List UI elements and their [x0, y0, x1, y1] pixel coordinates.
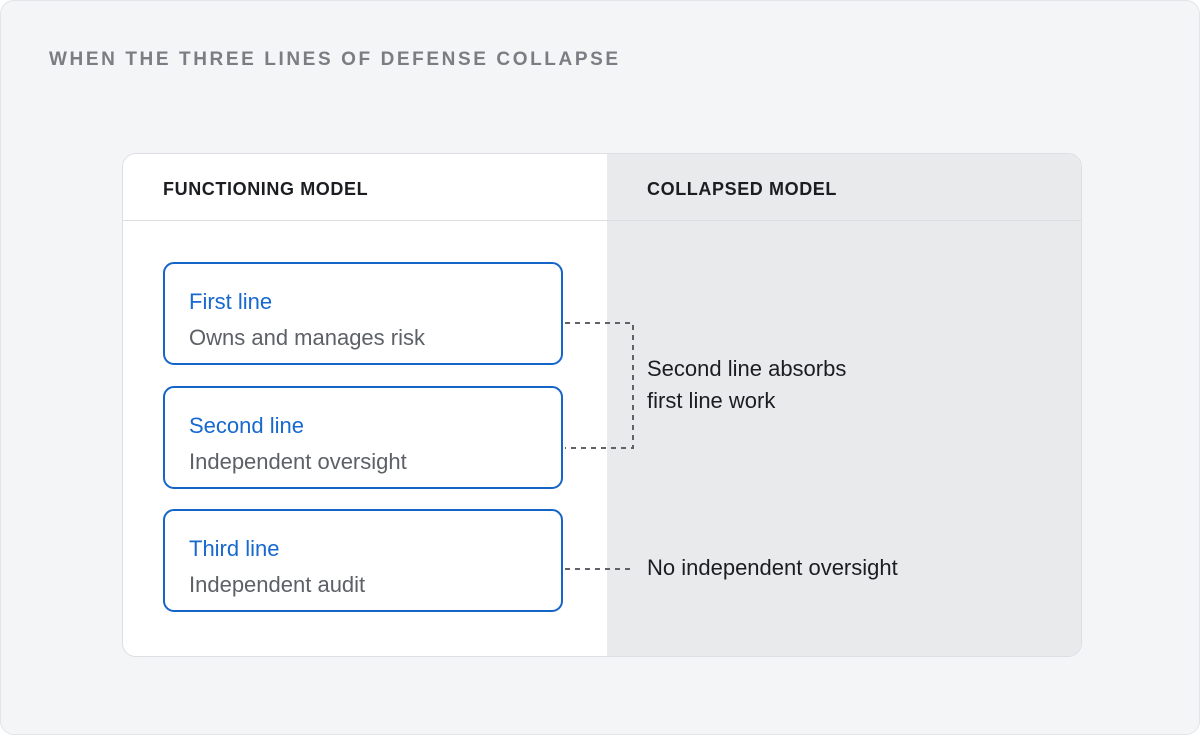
third-line-card: Third line Independent audit	[163, 509, 563, 612]
absorb-effect-text: Second line absorbs first line work	[647, 353, 846, 417]
functioning-model-header: FUNCTIONING MODEL	[163, 179, 369, 199]
first-line-description: Owns and manages risk	[189, 325, 425, 350]
first-line-card: First line Owns and manages risk	[163, 262, 563, 365]
second-line-description: Independent oversight	[189, 449, 407, 474]
absorb-effect-line-2: first line work	[647, 388, 776, 413]
first-line-title: First line	[189, 289, 273, 314]
column-header-row: FUNCTIONING MODEL COLLAPSED MODEL	[123, 154, 1081, 221]
diagram-title: WHEN THE THREE LINES OF DEFENSE COLLAPSE	[49, 49, 621, 70]
third-line-description: Independent audit	[189, 572, 366, 597]
collapsed-model-header: COLLAPSED MODEL	[647, 179, 838, 199]
absorb-effect-line-1: Second line absorbs	[647, 356, 847, 381]
collapsed-column	[607, 154, 1081, 656]
comparison-panel: FUNCTIONING MODEL COLLAPSED MODEL First …	[122, 153, 1082, 657]
third-line-title: Third line	[189, 536, 280, 561]
no-oversight-effect-text: No independent oversight	[647, 555, 898, 580]
second-line-title: Second line	[189, 413, 304, 438]
second-line-card: Second line Independent oversight	[163, 386, 563, 489]
